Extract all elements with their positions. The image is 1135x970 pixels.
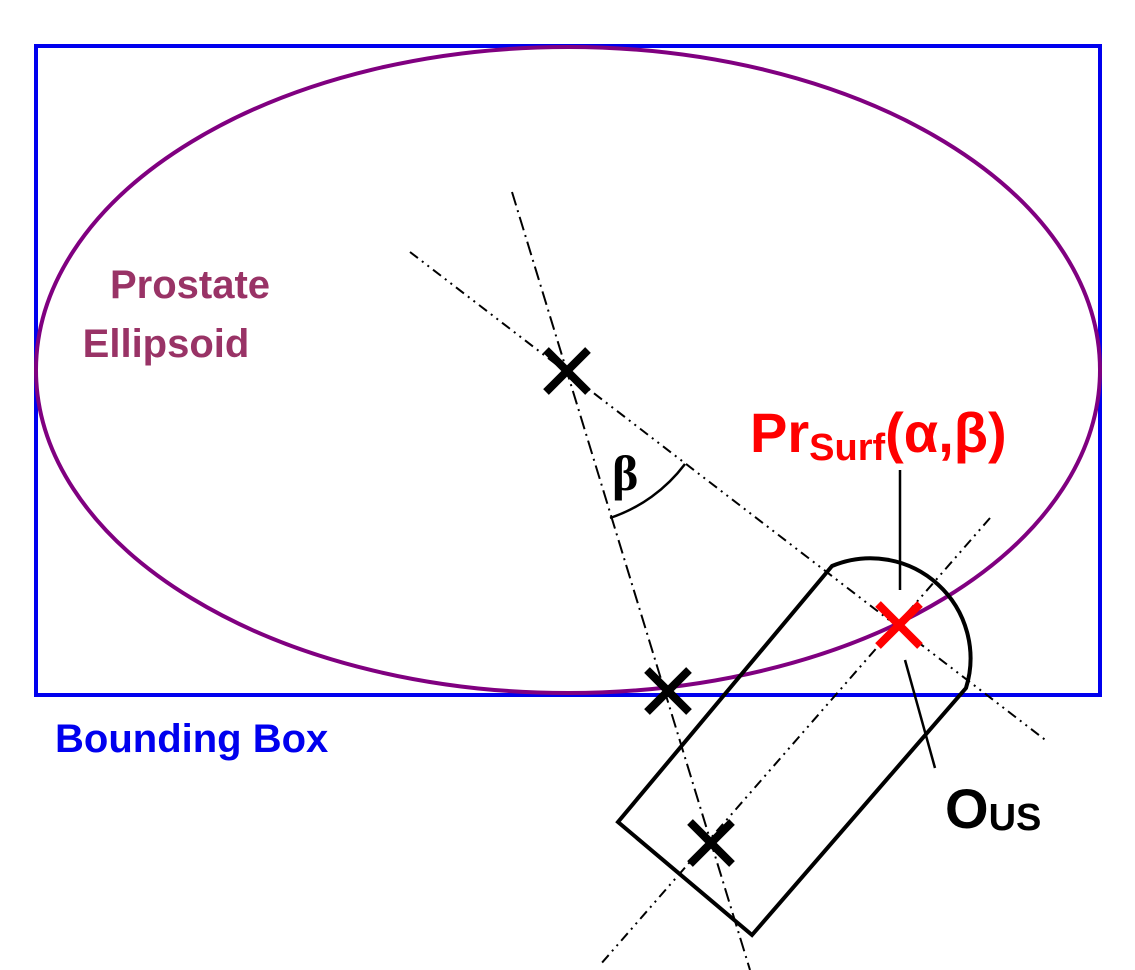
surface-point-label-sub: Surf [809,427,885,469]
beta-angle-label: β [612,445,638,501]
ultrasound-probe-outline [615,556,973,938]
origin-leader [903,659,937,769]
bounding-box-label: Bounding Box [55,717,328,761]
cross-mark-icon [687,819,735,867]
beta-angle-arc [609,463,686,520]
cross-mark-icon [543,347,591,395]
origin-label: OUS [945,777,1041,840]
ellipsoid-label-line1: Prostate [110,263,270,307]
ellipsoid-label-line2: Ellipsoid [83,322,250,366]
origin-label-main: O [945,777,989,840]
axis-line-diagonal [409,251,1049,743]
surface-point-label-args: (α,β) [885,401,1006,464]
origin-label-sub: US [989,797,1042,839]
surface-point-label: PrSurf(α,β) [750,401,1007,469]
surface-point-label-main: Pr [750,401,809,464]
cross-mark-icon [644,667,692,715]
axis-line-steep [511,191,751,970]
probe-axis-line [599,517,991,966]
prostate-ellipse [34,45,1102,695]
surface-point-cross-icon [875,601,923,649]
